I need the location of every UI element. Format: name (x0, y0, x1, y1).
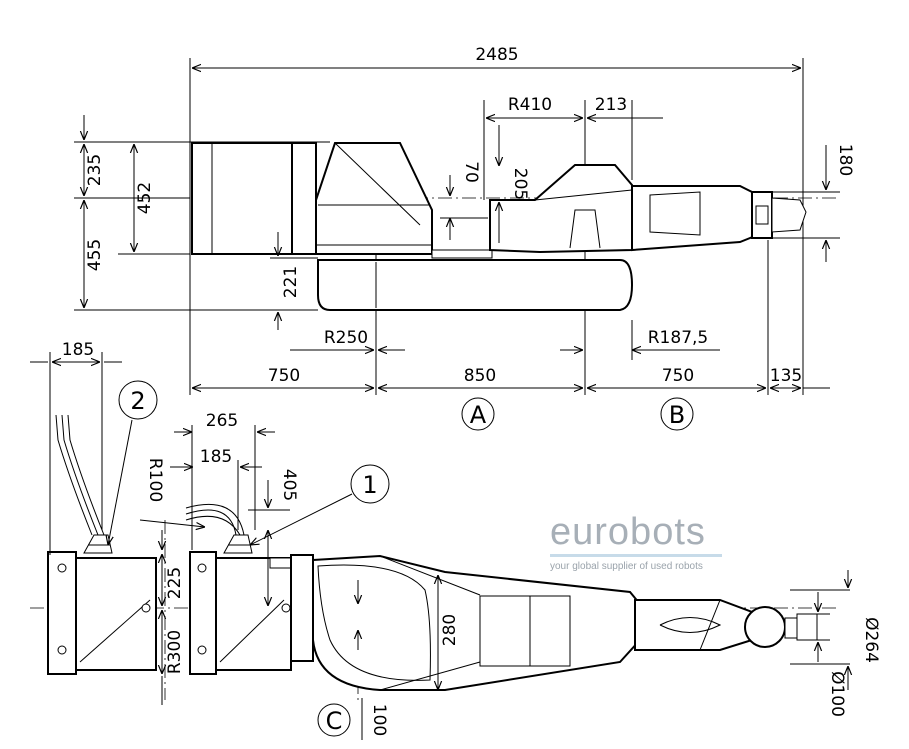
dim-205: 205 (510, 168, 530, 200)
dim-221: 221 (281, 266, 301, 298)
dim-235: 235 (85, 154, 105, 186)
dim-r250: R250 (324, 328, 368, 348)
callout-b-label: B (669, 401, 685, 429)
dim-750-right: 750 (662, 366, 694, 386)
callout-a (461, 397, 495, 431)
base-body-left (75, 557, 157, 671)
base-body-right (215, 557, 292, 671)
dim-405: 405 (279, 469, 299, 501)
callout-2-label: 2 (130, 387, 145, 415)
dim-dia264: Ø264 (861, 617, 881, 663)
arm-slab (317, 259, 634, 311)
base-block (191, 142, 293, 255)
dim-r300: R300 (165, 630, 185, 674)
column-housing (315, 142, 433, 255)
callout-a-label: A (470, 401, 487, 429)
side-arm (312, 554, 641, 691)
dim-dia100: Ø100 (827, 671, 847, 717)
side-view: 185 2 265 185 R100 405 1 225 R300 (30, 340, 881, 740)
dim-265: 265 (206, 411, 238, 431)
callout-2 (118, 380, 158, 420)
wrist-tube (631, 185, 761, 252)
dim-70: 70 (461, 161, 481, 183)
callout-b (660, 397, 694, 431)
callout-1-label: 1 (362, 471, 377, 499)
dim-185-mid: 185 (200, 447, 232, 467)
dim-280: 280 (440, 614, 460, 646)
dim-185-top: 185 (62, 340, 94, 360)
dim-r410: R410 (508, 95, 552, 115)
callout-1 (350, 464, 390, 504)
wrist-joint (744, 606, 786, 648)
dim-100: 100 (369, 704, 389, 736)
logo-wordmark: eurobots (550, 511, 706, 553)
dim-850: 850 (464, 366, 496, 386)
top-view: 2485 R410 213 180 235 455 452 70 205 221 (74, 45, 855, 431)
dim-750-left: 750 (268, 366, 300, 386)
logo-tagline: your global supplier of used robots (550, 561, 703, 572)
logo-underline (550, 554, 722, 557)
dim-180: 180 (835, 144, 855, 176)
dim-2485: 2485 (475, 45, 518, 65)
dim-455: 455 (85, 239, 105, 271)
dim-225: 225 (165, 567, 185, 599)
dim-213: 213 (595, 95, 627, 115)
callout-c-label: C (326, 707, 343, 735)
dim-135: 135 (770, 366, 802, 386)
dim-r100: R100 (145, 458, 165, 502)
eurobots-logo: eurobots your global supplier of used ro… (550, 512, 730, 572)
callout-c (317, 703, 351, 737)
dim-452: 452 (135, 182, 155, 214)
dim-r187: R187,5 (648, 328, 708, 348)
